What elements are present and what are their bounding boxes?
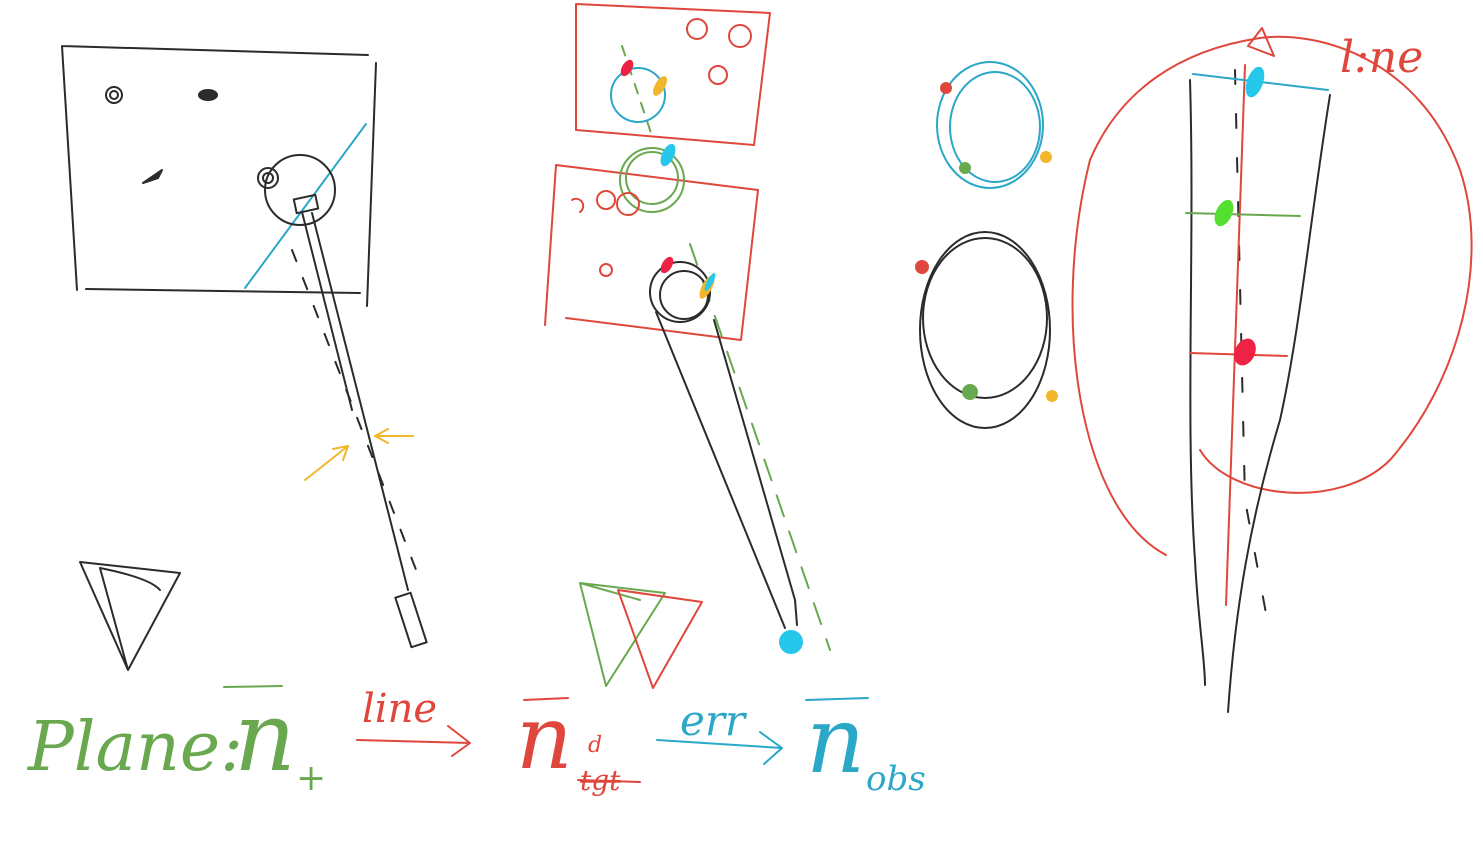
- red-camera-frustum: [617, 589, 703, 689]
- bearing-tube: [301, 211, 409, 591]
- board-dot-1: [105, 86, 123, 104]
- board-diagonal-line: [244, 123, 367, 289]
- convergence-arrows: [304, 428, 414, 481]
- plane-label: Plane:: [26, 708, 243, 787]
- red-axis-line: [1225, 64, 1246, 606]
- arrow-line-label: line: [362, 686, 437, 732]
- arrow-err-label: err: [680, 696, 748, 745]
- tube-right-wall: [1227, 94, 1331, 713]
- line-annotation: l:ne: [1340, 32, 1423, 83]
- camera-frustum-icon: [79, 561, 181, 671]
- tube-centerline: [291, 249, 421, 581]
- board-dot-4: [257, 167, 279, 189]
- point-marker: [940, 82, 952, 94]
- n-tgt-sub-top: d: [588, 733, 602, 758]
- n-obs-subscript: obs: [866, 759, 926, 799]
- bearing-tube-2: [655, 311, 798, 629]
- n-t-subscript: +: [296, 758, 326, 799]
- board-dot-2: [198, 89, 218, 101]
- cyan-end-point: [779, 630, 803, 654]
- green-circle: [619, 147, 685, 213]
- red-board-top: [575, 3, 771, 146]
- tube-aperture-2: [649, 261, 711, 323]
- target-board: [61, 45, 377, 307]
- n-tgt-symbol: n: [516, 686, 573, 789]
- red-board-bottom: [544, 164, 759, 341]
- tube-aperture: [264, 154, 336, 226]
- board-dot-3: [142, 169, 163, 184]
- black-ellipse: [919, 231, 1051, 429]
- panel-2: [544, 3, 831, 689]
- panel-4: [1071, 27, 1473, 713]
- panel-3: [915, 61, 1058, 429]
- arrow-line: [356, 725, 471, 757]
- tube-left-wall: [1189, 79, 1206, 686]
- cyan-circle-top: [610, 67, 666, 123]
- n-obs-symbol: n: [806, 687, 865, 794]
- green-cross-line: [1185, 212, 1301, 217]
- arrow-err: [656, 731, 783, 765]
- equation: Plane: n + line n d tgt err n obs: [26, 681, 926, 799]
- camera-icon-top: [1247, 27, 1275, 57]
- tube-axis: [1234, 69, 1271, 636]
- panel-1: [61, 45, 428, 671]
- tube-end: [394, 591, 428, 649]
- cyan-ellipse: [936, 61, 1044, 189]
- n-t-symbol: n: [234, 681, 296, 793]
- green-camera-frustum: [579, 582, 666, 687]
- red-bounding-loop: [1071, 35, 1473, 556]
